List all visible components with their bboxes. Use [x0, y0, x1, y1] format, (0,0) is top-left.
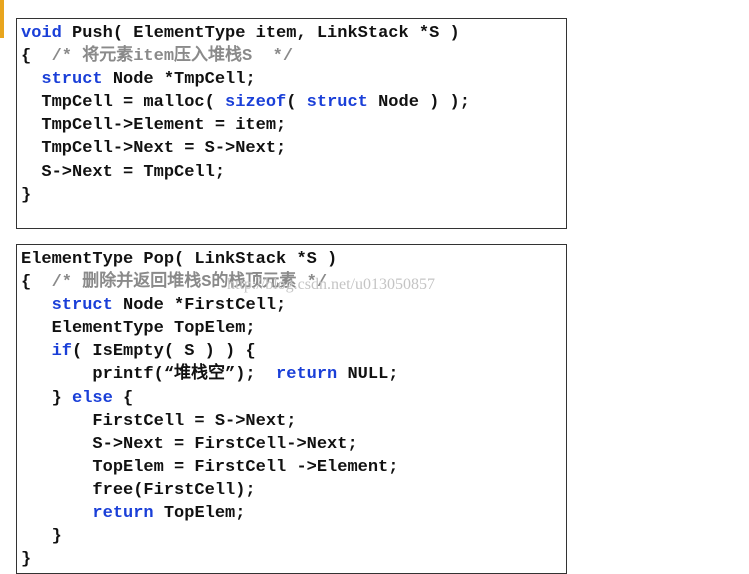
pop-code-line: S->Next = FirstCell->Next; [21, 433, 398, 456]
pop-code-line: printf(“堆栈空”); return NULL; [21, 363, 398, 386]
watermark: http://blog.csdn.net/u013050857 [227, 276, 435, 293]
keyword-token: sizeof [225, 93, 287, 113]
code-token: { [112, 388, 134, 408]
code-token: ( IsEmpty( S ) ) { [72, 342, 256, 362]
code-token: Node *TmpCell; [102, 70, 256, 90]
keyword-token: return [276, 365, 338, 385]
push-code-line: S->Next = TmpCell; [21, 161, 470, 184]
code-token [21, 342, 52, 361]
keyword-token: void [21, 24, 62, 43]
code-token: { [21, 273, 52, 293]
code-token: TopElem; [153, 504, 246, 524]
code-token: S->Next = TmpCell; [21, 162, 226, 182]
code-token: free(FirstCell); [21, 480, 256, 500]
code-token [21, 504, 92, 523]
push-code-line: } [21, 184, 470, 207]
keyword-token: struct [51, 296, 113, 316]
pop-code-line: struct Node *FirstCell; [21, 294, 398, 317]
code-token: { [21, 47, 52, 67]
comment-token: /* 删除并返回堆栈S的栈顶元素 */ [51, 273, 328, 293]
code-token: TopElem = FirstCell ->Element; [21, 457, 399, 477]
code-token: S->Next = FirstCell->Next; [21, 434, 358, 454]
code-token: } [21, 185, 32, 205]
accent-bar [0, 0, 4, 38]
code-token: TmpCell->Element = item; [21, 116, 287, 136]
pop-code-line: { /* 删除并返回堆栈S的栈顶元素 */ [21, 271, 398, 294]
code-token: Node ) ); [367, 93, 470, 113]
push-code-line: TmpCell->Next = S->Next; [21, 137, 470, 160]
keyword-token: return [92, 504, 154, 524]
code-token [21, 296, 52, 315]
pop-code-line: ElementType Pop( LinkStack *S ) [21, 248, 398, 271]
keyword-token: else [72, 388, 113, 408]
pop-code-line: return TopElem; [21, 502, 398, 525]
code-token: NULL; [337, 365, 399, 385]
pop-code-line: TopElem = FirstCell ->Element; [21, 456, 398, 479]
pop-code-box: ElementType Pop( LinkStack *S ) { /* 删除并返… [16, 244, 567, 574]
code-token: ( [286, 93, 307, 113]
push-code-line: TmpCell = malloc( sizeof( struct Node ) … [21, 91, 470, 114]
pop-code-line: } [21, 548, 398, 571]
pop-code-line: } [21, 525, 398, 548]
code-token: FirstCell = S->Next; [21, 411, 297, 431]
push-code-line: void Push( ElementType item, LinkStack *… [21, 22, 470, 45]
keyword-token: if [51, 342, 73, 362]
code-token: Node *FirstCell; [112, 296, 287, 316]
code-token: printf(“堆栈空”); [21, 365, 277, 385]
pop-code: ElementType Pop( LinkStack *S ) { /* 删除并返… [21, 248, 398, 571]
code-token: Push( ElementType item, LinkStack *S ) [61, 24, 460, 43]
code-token [21, 70, 41, 89]
pop-code-line: free(FirstCell); [21, 479, 398, 502]
push-code-line: { /* 将元素item压入堆栈S */ [21, 45, 470, 68]
code-token: TmpCell->Next = S->Next; [21, 139, 287, 159]
code-token: } [21, 388, 73, 408]
comment-token: /* 将元素item压入堆栈S */ [51, 47, 294, 67]
keyword-token: struct [41, 70, 103, 90]
code-token: TmpCell = malloc( [21, 93, 226, 113]
push-code-box: void Push( ElementType item, LinkStack *… [16, 18, 567, 229]
pop-code-line: } else { [21, 387, 398, 410]
keyword-token: struct [306, 93, 368, 113]
code-token: ElementType Pop( LinkStack *S ) [21, 250, 338, 269]
push-code-line: TmpCell->Element = item; [21, 114, 470, 137]
pop-code-line: ElementType TopElem; [21, 317, 398, 340]
pop-code-line: if( IsEmpty( S ) ) { [21, 340, 398, 363]
code-token: ElementType TopElem; [21, 319, 256, 339]
push-code: void Push( ElementType item, LinkStack *… [21, 22, 470, 207]
code-token: } [21, 527, 62, 547]
push-code-line: struct Node *TmpCell; [21, 68, 470, 91]
code-token: } [21, 550, 32, 570]
pop-code-line: FirstCell = S->Next; [21, 410, 398, 433]
